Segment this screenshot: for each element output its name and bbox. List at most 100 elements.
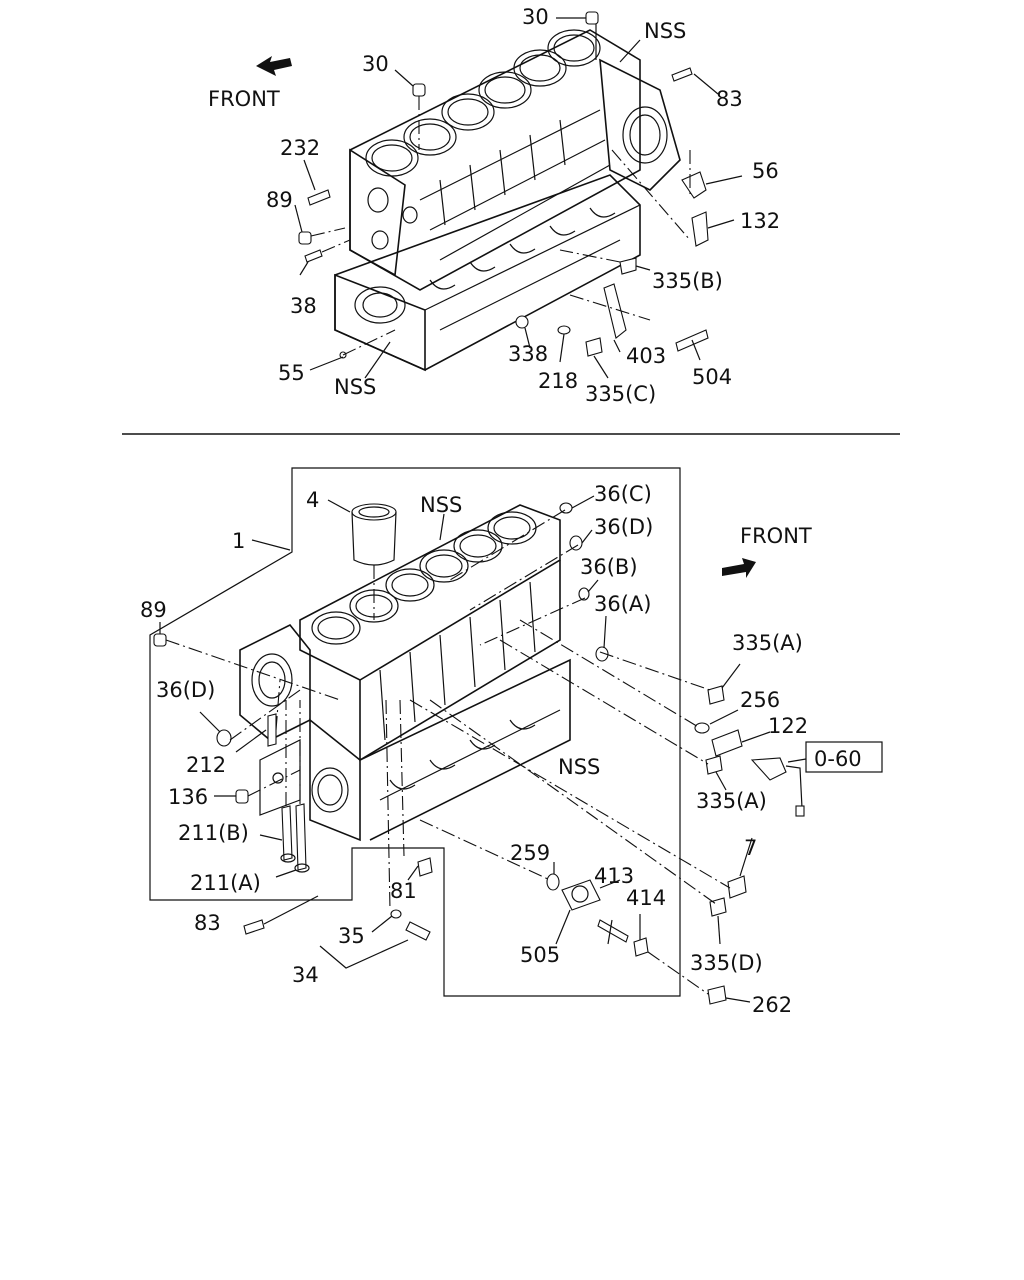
pin-38 [304, 249, 323, 263]
callout-nss-block: NSS [420, 493, 462, 517]
front-label-2: FRONT [740, 524, 812, 548]
bolt-211a [295, 803, 307, 871]
callout-35: 35 [338, 924, 365, 948]
cylinder-block-upper [349, 29, 681, 291]
reference-label: 0-60 [814, 747, 862, 771]
callout-212: 212 [186, 753, 226, 777]
callout-36a: 36(A) [594, 592, 651, 616]
fitting-122 [711, 729, 743, 757]
plug-30 [412, 83, 426, 97]
plug-89-bottom [153, 633, 167, 647]
sensor-0-60 [750, 757, 787, 781]
plug-338 [515, 315, 529, 329]
body-413 [561, 879, 601, 911]
bottom-small-parts [153, 502, 805, 1005]
cylinder-block-lower-view [239, 504, 571, 842]
callout-36c: 36(C) [594, 482, 652, 506]
bolt-132 [691, 211, 709, 247]
callout-81: 81 [390, 879, 417, 903]
callout-nss-bottom: NSS [334, 375, 376, 399]
bolt-262 [707, 985, 727, 1005]
callout-335a-upper: 335(A) [732, 631, 803, 655]
bracket-56 [681, 171, 707, 199]
callout-89-top: 89 [266, 188, 293, 212]
callout-nss-crankcase: NSS [558, 755, 600, 779]
callout-259: 259 [510, 841, 550, 865]
top-leaders [294, 17, 743, 379]
callout-122: 122 [768, 714, 808, 738]
callout-38: 38 [290, 294, 317, 318]
callout-218: 218 [538, 369, 578, 393]
callout-505: 505 [520, 943, 560, 967]
front-label: FRONT [208, 87, 280, 111]
callout-36d-left: 36(D) [156, 678, 215, 702]
plug-89 [298, 231, 312, 245]
callout-56: 56 [752, 159, 779, 183]
washer-35 [390, 909, 402, 919]
plug-36d-left [216, 729, 232, 747]
front-arrow-icon [256, 56, 292, 76]
callout-nss-top: NSS [644, 19, 686, 43]
pin-83 [671, 67, 693, 82]
bolt-335d [709, 897, 727, 917]
callout-338: 338 [508, 342, 548, 366]
callout-1: 1 [232, 529, 245, 553]
bottom-diagram: FRONT [140, 467, 883, 1017]
bolt-335c [585, 337, 603, 357]
plug-36b [578, 587, 590, 601]
plug-81 [417, 857, 433, 877]
callout-262: 262 [752, 993, 792, 1017]
plug-7 [727, 875, 747, 899]
plug-30-top [585, 11, 599, 25]
callout-335c: 335(C) [585, 382, 656, 406]
callout-504: 504 [692, 365, 732, 389]
callout-136: 136 [168, 785, 208, 809]
callout-36d: 36(D) [594, 515, 653, 539]
reference-box [805, 741, 883, 773]
callout-335a-lower: 335(A) [696, 789, 767, 813]
washer-218 [557, 325, 571, 335]
callout-335b: 335(B) [652, 269, 723, 293]
callout-36b: 36(B) [580, 555, 638, 579]
crankcase-lower [334, 174, 641, 372]
callout-256: 256 [740, 688, 780, 712]
top-diagram: FRONT [208, 5, 780, 406]
stud-232 [307, 189, 331, 206]
plug-36a [595, 646, 609, 662]
pin-212 [267, 713, 277, 747]
callout-211b: 211(B) [178, 821, 249, 845]
callout-335d: 335(D) [690, 951, 763, 975]
callout-414: 414 [626, 886, 666, 910]
callout-30: 30 [362, 52, 389, 76]
callout-83-top: 83 [716, 87, 743, 111]
callout-30-top: 30 [522, 5, 549, 29]
callout-89: 89 [140, 598, 167, 622]
stud-413 [597, 919, 629, 943]
callout-34: 34 [292, 963, 319, 987]
top-small-parts [298, 11, 709, 359]
sensor-connector [795, 805, 805, 817]
bottom-leaders [159, 495, 813, 1003]
callout-232: 232 [280, 136, 320, 160]
jet-403 [603, 283, 627, 339]
plug-34 [405, 921, 431, 941]
plug-136 [235, 789, 249, 804]
callout-4: 4 [306, 488, 319, 512]
gasket-259 [546, 873, 560, 891]
callout-403: 403 [626, 344, 666, 368]
bolt-335a-upper [707, 685, 725, 705]
callout-83: 83 [194, 911, 221, 935]
nut-414 [633, 937, 649, 957]
washer-256 [694, 722, 710, 734]
bolt-335b [619, 257, 637, 275]
assembly-boundary [149, 467, 681, 997]
cylinder-liner [351, 503, 397, 566]
callout-413: 413 [594, 864, 634, 888]
plug-36d [569, 535, 583, 551]
callout-7: 7 [744, 836, 757, 860]
callout-132: 132 [740, 209, 780, 233]
front-arrow-icon-2 [722, 558, 756, 578]
bolt-335a-lower [705, 755, 723, 775]
callout-211a: 211(A) [190, 871, 261, 895]
